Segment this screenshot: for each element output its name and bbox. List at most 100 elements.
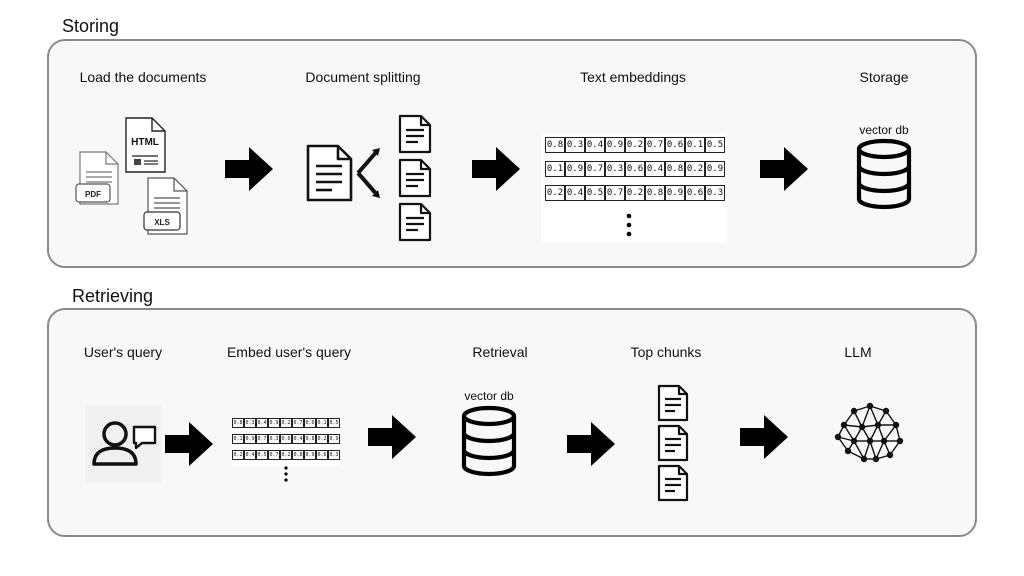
storing-panel xyxy=(47,39,977,268)
embedding-cell: 0.7 xyxy=(256,434,268,444)
embedding-cell: 0.1 xyxy=(685,137,705,153)
chunk-document-icon xyxy=(657,464,689,502)
arrow-right-icon xyxy=(165,422,213,466)
retrieving-section-title: Retrieving xyxy=(72,286,154,306)
embedding-cell: 0.3 xyxy=(244,418,256,428)
embedding-cell: 0.2 xyxy=(232,450,244,460)
top-chunks-icon xyxy=(657,384,689,502)
document-files-icon: PDF HTML XLS xyxy=(75,117,188,235)
source-document-icon xyxy=(306,144,353,202)
embedding-cell: 0.4 xyxy=(292,434,304,444)
vertical-ellipsis-icon xyxy=(284,466,288,482)
embedding-cell: 0.2 xyxy=(685,161,705,177)
arrow-right-icon xyxy=(760,147,808,191)
vertical-ellipsis-icon xyxy=(626,213,632,237)
embedding-row: 0.2 0.4 0.5 0.7 0.2 0.8 0.9 0.6 0.3 xyxy=(545,185,727,201)
embedding-cell: 0.9 xyxy=(665,185,685,201)
llm-network-icon xyxy=(834,402,904,463)
step-label-top-chunks: Top chunks xyxy=(630,344,702,360)
embedding-cell: 0.4 xyxy=(256,418,268,428)
embedding-cell: 0.2 xyxy=(545,185,565,201)
embedding-row: 0.1 0.9 0.7 0.3 0.6 0.4 0.8 0.2 0.9 xyxy=(545,161,727,177)
embedding-cell: 0.2 xyxy=(625,137,645,153)
database-icon xyxy=(461,405,517,477)
embedding-row: 0.2 0.4 0.5 0.7 0.2 0.8 0.9 0.6 0.3 xyxy=(232,450,340,460)
embedding-cell: 0.9 xyxy=(328,434,340,444)
embedding-cell: 0.1 xyxy=(316,418,328,428)
embedding-cell: 0.3 xyxy=(705,185,725,201)
step-label-document-splitting: Document splitting xyxy=(305,69,421,85)
embedding-cell: 0.8 xyxy=(645,185,665,201)
chunk-document-icon xyxy=(657,424,689,462)
embedding-cell: 0.5 xyxy=(256,450,268,460)
embedding-cell: 0.7 xyxy=(268,450,280,460)
embedding-row: 0.1 0.9 0.7 0.3 0.6 0.4 0.8 0.2 0.9 xyxy=(232,434,340,444)
database-icon xyxy=(856,138,912,210)
embedding-cell: 0.7 xyxy=(645,137,665,153)
user-query-icon xyxy=(85,406,161,482)
embedding-cell: 0.9 xyxy=(244,434,256,444)
embedding-cell: 0.5 xyxy=(328,418,340,428)
embedding-cell: 0.9 xyxy=(304,450,316,460)
arrow-right-icon xyxy=(368,415,416,459)
chunk-document-icon xyxy=(398,158,432,198)
xls-file-icon xyxy=(143,177,188,235)
user-head xyxy=(102,421,128,447)
embedding-cell: 0.4 xyxy=(585,137,605,153)
step-label-retrieval: Retrieval xyxy=(472,344,528,360)
vector-db-label: vector db xyxy=(859,123,909,137)
embedding-cell: 0.1 xyxy=(545,161,565,177)
chunk-document-icon xyxy=(398,114,432,154)
retrieval-vector-db-label: vector db xyxy=(464,389,514,403)
document-splitting-icon xyxy=(306,114,432,242)
embedding-cell: 0.9 xyxy=(705,161,725,177)
step-label-users-query: User's query xyxy=(83,344,163,360)
embedding-cell: 0.6 xyxy=(625,161,645,177)
embedding-cell: 0.7 xyxy=(585,161,605,177)
embedding-cell: 0.8 xyxy=(232,418,244,428)
step-label-load-documents: Load the documents xyxy=(79,69,207,85)
chat-bubble-icon xyxy=(132,425,157,450)
pdf-text: PDF xyxy=(85,190,101,199)
embedding-cell: 0.5 xyxy=(705,137,725,153)
embedding-cell: 0.5 xyxy=(585,185,605,201)
step-label-storage: Storage xyxy=(859,69,909,85)
embedding-cell: 0.7 xyxy=(292,418,304,428)
split-arrow-down xyxy=(356,171,380,198)
embedding-cell: 0.2 xyxy=(625,185,645,201)
embedding-cell: 0.8 xyxy=(292,450,304,460)
step-label-embed-users-query: Embed user's query xyxy=(226,344,352,360)
split-arrow-up xyxy=(356,148,380,175)
step-label-text-embeddings: Text embeddings xyxy=(580,69,686,85)
html-text: HTML xyxy=(131,137,159,148)
embedding-cell: 0.1 xyxy=(232,434,244,444)
chunk-document-icon xyxy=(398,202,432,242)
html-file-icon xyxy=(125,117,166,173)
query-embedding-matrix: 0.8 0.3 0.4 0.9 0.2 0.7 0.6 0.1 0.5 0.1 … xyxy=(232,418,340,466)
embedding-row: 0.8 0.3 0.4 0.9 0.2 0.7 0.6 0.1 0.5 xyxy=(545,137,727,153)
embedding-cell: 0.2 xyxy=(280,418,292,428)
embedding-matrix: 0.8 0.3 0.4 0.9 0.2 0.7 0.6 0.1 0.5 0.1 … xyxy=(541,133,727,243)
pdf-file-icon xyxy=(75,151,119,205)
embedding-cell: 0.3 xyxy=(328,450,340,460)
chunk-document-icon xyxy=(657,384,689,422)
embedding-cell: 0.4 xyxy=(244,450,256,460)
embedding-cell: 0.6 xyxy=(304,418,316,428)
embedding-cell: 0.2 xyxy=(280,450,292,460)
step-label-llm: LLM xyxy=(844,344,872,360)
embedding-cell: 0.9 xyxy=(605,137,625,153)
arrow-right-icon xyxy=(740,415,788,459)
embedding-row: 0.8 0.3 0.4 0.9 0.2 0.7 0.6 0.1 0.5 xyxy=(232,418,340,428)
embedding-cell: 0.8 xyxy=(665,161,685,177)
embedding-cell: 0.3 xyxy=(565,137,585,153)
network-nodes xyxy=(834,402,904,463)
embedding-cell: 0.6 xyxy=(316,450,328,460)
storing-section-title: Storing xyxy=(62,16,120,36)
embedding-cell: 0.9 xyxy=(565,161,585,177)
embedding-cell: 0.7 xyxy=(605,185,625,201)
arrow-right-icon xyxy=(472,147,520,191)
embedding-cell: 0.6 xyxy=(280,434,292,444)
embedding-cell: 0.3 xyxy=(605,161,625,177)
embedding-cell: 0.9 xyxy=(268,418,280,428)
embedding-cell: 0.4 xyxy=(645,161,665,177)
